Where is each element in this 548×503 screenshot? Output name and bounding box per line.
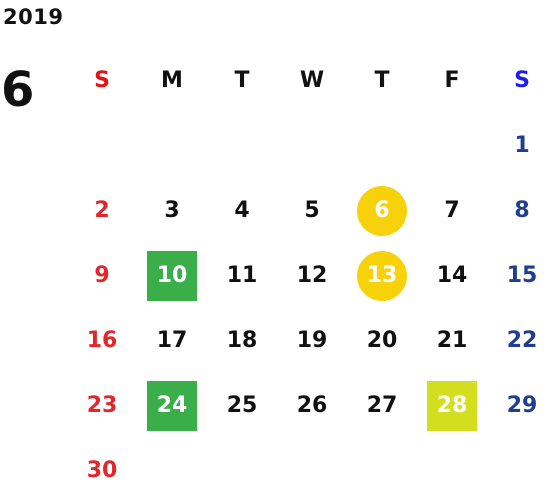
day-cell-11[interactable]: 11 (207, 243, 277, 308)
highlighted-day-number: 24 (147, 380, 197, 431)
day-number: 5 (304, 197, 320, 223)
highlighted-day-number: 6 (357, 185, 407, 236)
day-cell-21[interactable]: 21 (417, 308, 487, 373)
weekday-header-wed: W (299, 68, 325, 93)
day-number: 7 (444, 197, 460, 223)
day-cell-8[interactable]: 8 (487, 178, 548, 243)
day-number: 14 (436, 262, 468, 288)
weekday-header-mon: M (161, 68, 183, 93)
day-cell-26[interactable]: 26 (277, 373, 347, 438)
empty-cell (277, 113, 347, 178)
day-cell-30[interactable]: 30 (67, 438, 137, 503)
day-cell-2[interactable]: 2 (67, 178, 137, 243)
day-number: 19 (296, 327, 328, 353)
day-cell-1[interactable]: 1 (487, 113, 548, 178)
day-cell-24[interactable]: 24 (137, 373, 207, 438)
day-number: 3 (164, 197, 180, 223)
day-cell-12[interactable]: 12 (277, 243, 347, 308)
day-number: 4 (234, 197, 250, 223)
day-number: 2 (94, 197, 110, 223)
highlighted-day-number: 10 (147, 250, 197, 301)
empty-cell (137, 438, 207, 503)
weekday-header-sun: S (94, 68, 110, 93)
empty-cell (487, 438, 548, 503)
weekday-header-sat: S (514, 68, 530, 93)
day-number: 27 (366, 392, 398, 418)
empty-cell (207, 438, 277, 503)
highlighted-day-number: 13 (357, 250, 407, 301)
day-cell-5[interactable]: 5 (277, 178, 347, 243)
day-number: 23 (86, 392, 118, 418)
day-cell-25[interactable]: 25 (207, 373, 277, 438)
day-number: 16 (86, 327, 118, 353)
highlighted-day-number: 28 (427, 380, 477, 431)
day-cell-22[interactable]: 22 (487, 308, 548, 373)
day-number: 11 (226, 262, 258, 288)
day-number: 18 (226, 327, 258, 353)
day-number: 29 (506, 392, 538, 418)
day-cell-15[interactable]: 15 (487, 243, 548, 308)
empty-cell (417, 113, 487, 178)
day-cell-9[interactable]: 9 (67, 243, 137, 308)
month-number: 6 (1, 62, 35, 118)
empty-cell (277, 438, 347, 503)
empty-cell (137, 113, 207, 178)
day-cell-18[interactable]: 18 (207, 308, 277, 373)
day-cell-17[interactable]: 17 (137, 308, 207, 373)
day-cell-3[interactable]: 3 (137, 178, 207, 243)
day-cell-19[interactable]: 19 (277, 308, 347, 373)
day-cell-28[interactable]: 28 (417, 373, 487, 438)
day-cell-16[interactable]: 16 (67, 308, 137, 373)
day-cell-27[interactable]: 27 (347, 373, 417, 438)
day-number: 15 (506, 262, 538, 288)
empty-cell (347, 113, 417, 178)
empty-cell (417, 438, 487, 503)
day-number: 20 (366, 327, 398, 353)
day-cell-13[interactable]: 13 (347, 243, 417, 308)
day-cell-6[interactable]: 6 (347, 178, 417, 243)
day-number: 1 (514, 132, 530, 158)
day-cell-4[interactable]: 4 (207, 178, 277, 243)
weekday-header-thu: T (374, 68, 390, 93)
year-label: 2019 (3, 5, 64, 29)
day-cell-10[interactable]: 10 (137, 243, 207, 308)
day-number: 9 (94, 262, 110, 288)
empty-cell (67, 113, 137, 178)
weekday-header-fri: F (444, 68, 460, 93)
day-number: 25 (226, 392, 258, 418)
day-number: 17 (156, 327, 188, 353)
day-number: 22 (506, 327, 538, 353)
day-number: 8 (514, 197, 530, 223)
day-number: 30 (86, 457, 118, 483)
day-cell-7[interactable]: 7 (417, 178, 487, 243)
empty-cell (207, 113, 277, 178)
day-number: 12 (296, 262, 328, 288)
day-number: 21 (436, 327, 468, 353)
day-cell-29[interactable]: 29 (487, 373, 548, 438)
day-cell-20[interactable]: 20 (347, 308, 417, 373)
weekday-header-tue: T (234, 68, 250, 93)
day-cell-14[interactable]: 14 (417, 243, 487, 308)
day-number: 26 (296, 392, 328, 418)
day-cell-23[interactable]: 23 (67, 373, 137, 438)
empty-cell (347, 438, 417, 503)
